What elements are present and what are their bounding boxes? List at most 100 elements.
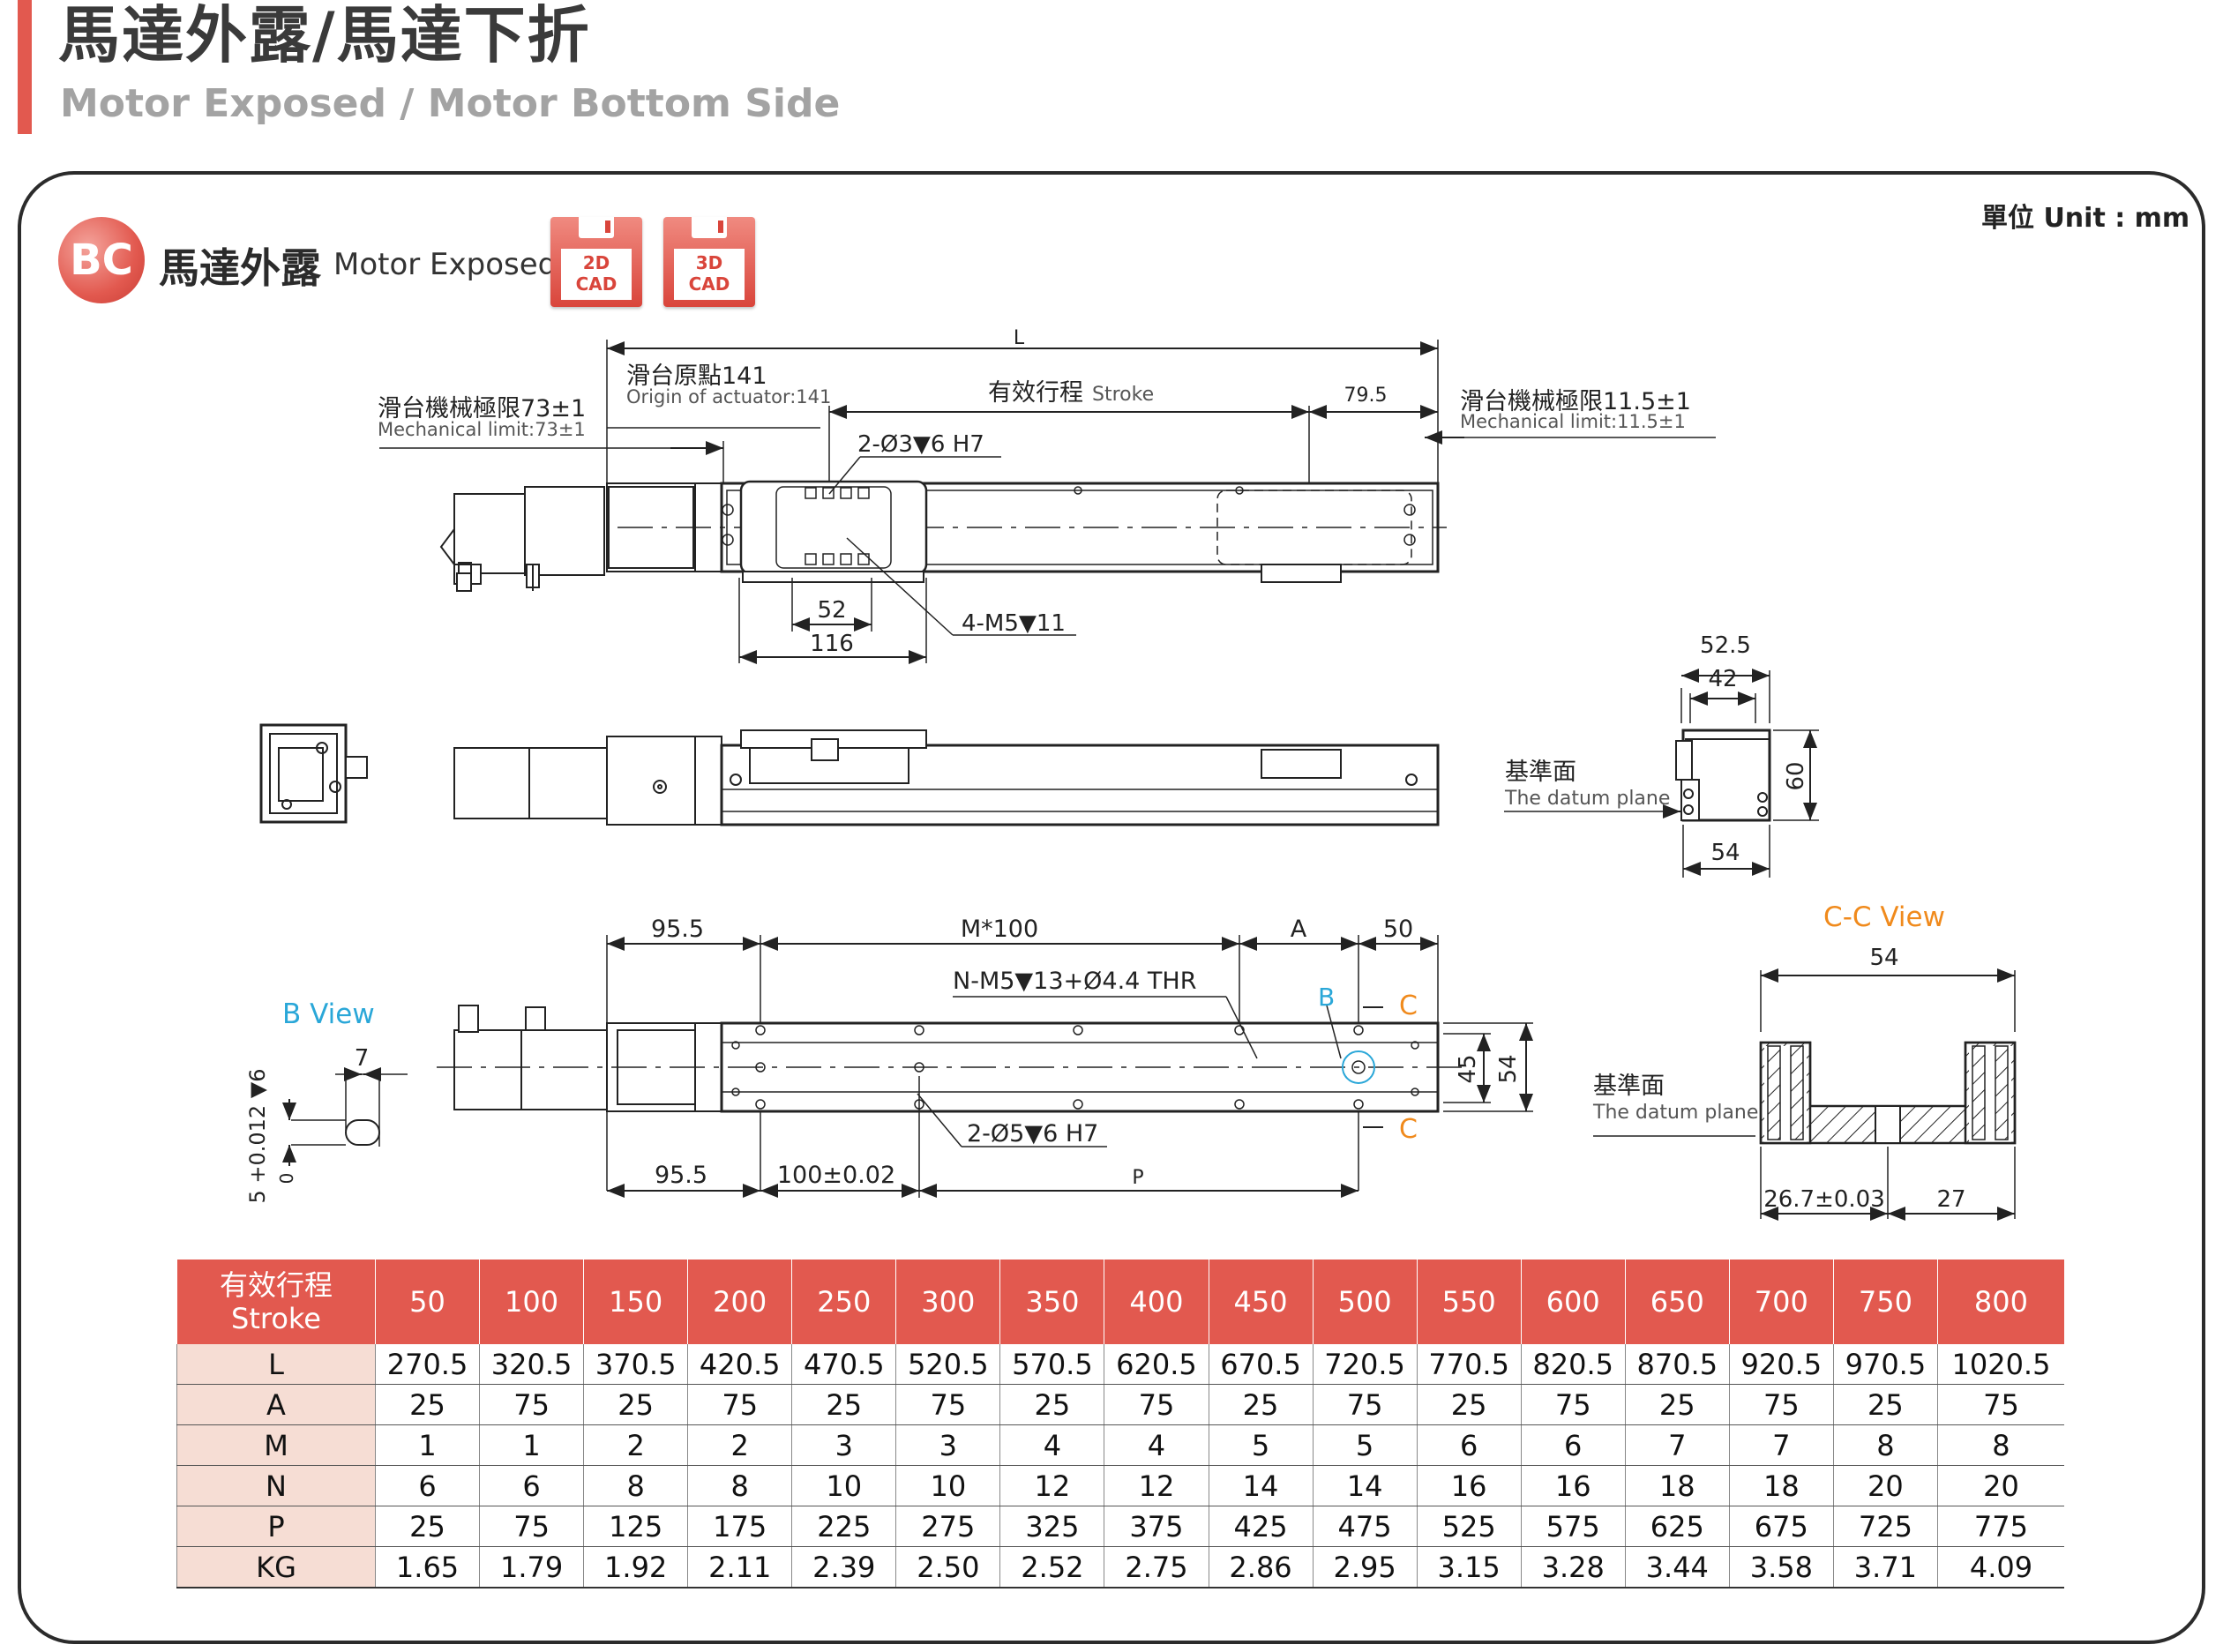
table-cell: 2.95	[1312, 1546, 1418, 1588]
stroke-label-cn: 有效行程	[988, 379, 1083, 407]
table-cell: 725	[1832, 1506, 1938, 1547]
b-view-dim-tol-zero: 0	[276, 1173, 297, 1185]
row-label: A	[176, 1384, 376, 1425]
table-cell: 520.5	[895, 1344, 1000, 1385]
table-cell: 620.5	[1104, 1344, 1209, 1385]
row-label: P	[176, 1506, 376, 1547]
pin-hole-callout: 2-Ø3▼6 H7	[857, 431, 984, 458]
table-cell: 2.75	[1104, 1546, 1209, 1588]
table-cell: 3.44	[1624, 1546, 1730, 1588]
table-cell: 12	[999, 1465, 1104, 1506]
table-cell: 770.5	[1416, 1344, 1522, 1385]
table-cell: 16	[1416, 1465, 1522, 1506]
table-cell: 3.28	[1520, 1546, 1626, 1588]
table-cell: 870.5	[1624, 1344, 1730, 1385]
stroke-col: 550	[1416, 1260, 1522, 1344]
table-cell: 275	[895, 1506, 1000, 1547]
c-c-dim-54: 54	[1869, 945, 1898, 971]
stroke-col: 150	[583, 1260, 688, 1344]
stroke-col: 600	[1520, 1260, 1626, 1344]
datum-plane-en: The datum plane	[1504, 788, 1670, 810]
stroke-col: 350	[999, 1260, 1104, 1344]
n-hole-callout: N-M5▼13+Ø4.4 THR	[953, 968, 1197, 995]
floppy-disk-icon	[605, 221, 610, 233]
section-title-en: Motor Exposed	[333, 247, 558, 282]
table-cell: 125	[583, 1506, 688, 1547]
table-cell: 670.5	[1208, 1344, 1314, 1385]
table-cell: 25	[999, 1384, 1104, 1425]
table-cell: 75	[479, 1384, 584, 1425]
c-c-dim-27: 27	[1936, 1186, 1965, 1213]
table-cell: 16	[1520, 1465, 1626, 1506]
side-view	[259, 723, 1440, 826]
stroke-col: 200	[687, 1260, 792, 1344]
mech-limit-right-en: Mechanical limit:11.5±1	[1460, 411, 1686, 432]
dim-52: 52	[817, 597, 846, 624]
table-cell: 3.58	[1728, 1546, 1834, 1588]
dim-116: 116	[810, 631, 854, 657]
table-cell: 18	[1728, 1465, 1834, 1506]
tapped-hole-callout: 4-M5▼11	[962, 610, 1066, 637]
row-label: M	[176, 1424, 376, 1466]
table-cell: 3	[791, 1424, 896, 1466]
table-cell: 75	[1104, 1384, 1209, 1425]
dim-45: 45	[1455, 1054, 1481, 1083]
table-cell: 375	[1104, 1506, 1209, 1547]
table-cell: 775	[1936, 1506, 2064, 1547]
top-view	[379, 340, 1716, 664]
table-cell: 1.65	[374, 1546, 480, 1588]
mech-limit-left-en: Mechanical limit:73±1	[378, 419, 586, 440]
c-c-view	[1593, 968, 2017, 1221]
table-cell: 2.86	[1208, 1546, 1314, 1588]
dim-100-tol: 100±0.02	[777, 1162, 895, 1189]
stroke-col: 500	[1312, 1260, 1418, 1344]
stroke-col: 800	[1936, 1260, 2064, 1344]
table-cell: 25	[1208, 1384, 1314, 1425]
b-view-dim-7: 7	[355, 1045, 370, 1072]
b-view-title: B View	[282, 998, 375, 1030]
table-cell: 8	[687, 1465, 792, 1506]
table-cell: 625	[1624, 1506, 1730, 1547]
end-view	[1504, 669, 1819, 878]
table-cell: 1	[374, 1424, 480, 1466]
table-cell: 75	[1520, 1384, 1626, 1425]
table-cell: 970.5	[1832, 1344, 1938, 1385]
bottom-view	[437, 935, 1533, 1198]
table-cell: 920.5	[1728, 1344, 1834, 1385]
table-cell: 75	[479, 1506, 584, 1547]
dim-52-5: 52.5	[1700, 632, 1751, 659]
table-cell: 18	[1624, 1465, 1730, 1506]
drawing-frame	[18, 171, 2205, 1644]
page-subtitle: Motor Exposed / Motor Bottom Side	[60, 81, 841, 126]
row-label: L	[176, 1344, 376, 1385]
stroke-col: 400	[1104, 1260, 1209, 1344]
dim-95-5-bottom: 95.5	[655, 1162, 707, 1189]
table-cell: 25	[1416, 1384, 1522, 1425]
table-cell: 2.52	[999, 1546, 1104, 1588]
dim-50: 50	[1383, 916, 1413, 943]
table-cell: 4.09	[1936, 1546, 2064, 1588]
stroke-label-en: Stroke	[1092, 384, 1154, 406]
table-cell: 325	[999, 1506, 1104, 1547]
table-cell: 5	[1312, 1424, 1418, 1466]
table-cell: 75	[1936, 1384, 2064, 1425]
table-cell: 14	[1208, 1465, 1314, 1506]
stroke-col: 650	[1624, 1260, 1730, 1344]
page-title: 馬達外露/馬達下折	[58, 0, 591, 71]
table-cell: 10	[791, 1465, 896, 1506]
c-c-datum-en: The datum plane	[1592, 1102, 1758, 1124]
table-cell: 175	[687, 1506, 792, 1547]
table-cell: 25	[1624, 1384, 1730, 1425]
table-cell: 6	[1520, 1424, 1626, 1466]
title-accent-bar	[18, 0, 32, 134]
